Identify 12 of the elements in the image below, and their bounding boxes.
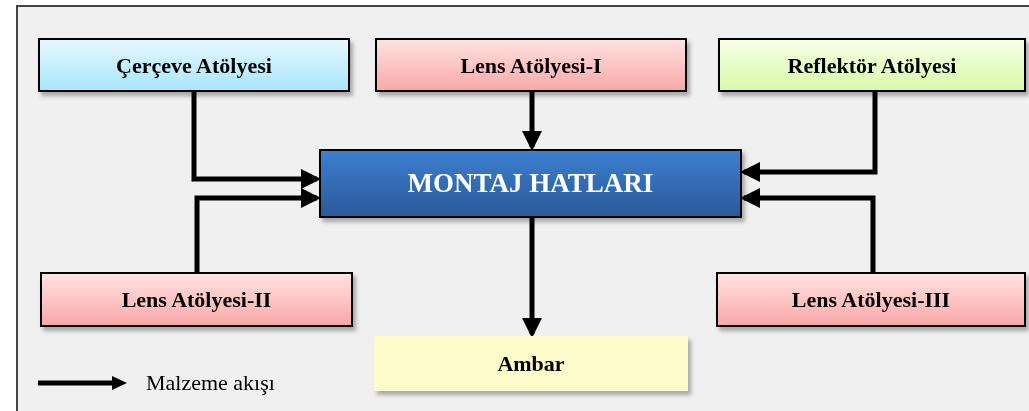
arrow xyxy=(522,92,542,151)
assembly-box: MONTAJ HATLARI xyxy=(319,149,742,218)
workshop-box: Lens Atölyesi-III xyxy=(716,272,1026,327)
workshop-box: Çerçeve Atölyesi xyxy=(38,38,350,92)
arrow xyxy=(194,188,321,272)
legend-label: Malzeme akışı xyxy=(146,369,275,397)
workshop-box: Lens Atölyesi-II xyxy=(40,272,353,327)
arrow xyxy=(191,92,321,189)
workshop-box: Reflektör Atölyesi xyxy=(718,38,1026,92)
arrow xyxy=(522,218,542,338)
workshop-box: Lens Atölyesi-I xyxy=(375,38,687,92)
storage-box: Ambar xyxy=(374,336,688,391)
